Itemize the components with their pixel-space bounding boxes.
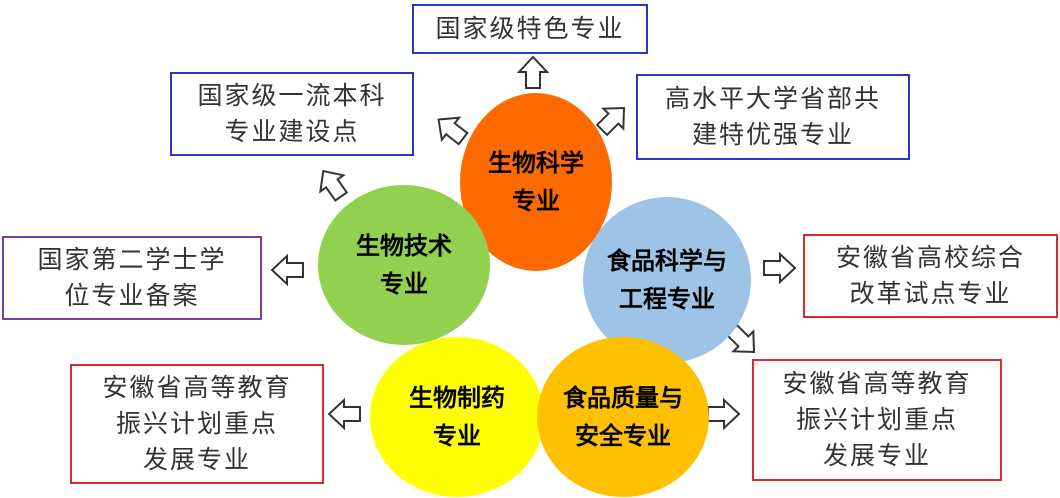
arrow-up	[518, 56, 548, 89]
circle-line: 生物制药	[409, 384, 505, 412]
box-line: 国家级特色专业	[435, 14, 625, 43]
box-line: 发展专业	[142, 445, 251, 474]
circle-line: 安全专业	[575, 422, 671, 450]
circle-line: 专业	[512, 187, 560, 215]
arrow-upleft	[428, 107, 473, 151]
box-line: 发展专业	[822, 441, 931, 470]
box-line: 安徽省高等教育	[782, 369, 972, 398]
arrow-upleft-2	[310, 162, 354, 206]
circle-line: 专业	[380, 270, 428, 298]
box-line: 振兴计划重点	[795, 405, 958, 434]
circle-line: 专业	[433, 422, 481, 450]
circle-food-safety: 食品质量与 安全专业	[537, 337, 709, 497]
arrow-left	[271, 255, 304, 285]
box-line: 振兴计划重点	[115, 409, 278, 438]
box-line: 专业建设点	[224, 117, 360, 146]
box-line: 安徽省高等教育	[102, 373, 292, 402]
circle-line: 食品科学与	[607, 247, 727, 275]
box-line: 位专业备案	[64, 281, 200, 310]
arrow-left-2	[328, 399, 361, 429]
box-revitalization-right: 安徽省高等教育 振兴计划重点 发展专业	[752, 359, 1002, 481]
box-national-feature: 国家级特色专业	[412, 4, 648, 54]
box-second-degree: 国家第二学士学 位专业备案	[2, 236, 262, 320]
box-line: 安徽省高校综合	[835, 243, 1025, 272]
box-revitalization-left: 安徽省高等教育 振兴计划重点 发展专业	[70, 364, 324, 484]
circle-bio-tech: 生物技术 专业	[318, 185, 490, 345]
box-line: 改革试点专业	[849, 279, 1012, 308]
arrow-right	[763, 253, 796, 283]
circle-line: 工程专业	[619, 285, 715, 313]
box-reform-pilot: 安徽省高校综合 改革试点专业	[803, 234, 1058, 318]
box-line: 国家级一流本科	[197, 81, 387, 110]
box-line: 国家第二学士学	[37, 245, 227, 274]
circle-bio-pharma: 生物制药 专业	[370, 337, 544, 497]
box-first-class: 国家级一流本科 专业建设点	[170, 72, 414, 156]
circle-line: 生物技术	[356, 232, 452, 260]
circle-line: 食品质量与	[563, 384, 683, 412]
circle-line: 生物科学	[488, 149, 584, 177]
box-high-level: 高水平大学省部共 建特优强专业	[636, 74, 910, 160]
arrow-right-2	[707, 399, 740, 429]
circle-food-eng: 食品科学与 工程专业	[583, 197, 751, 363]
box-line: 建特优强专业	[691, 120, 854, 149]
box-line: 高水平大学省部共	[664, 84, 881, 113]
